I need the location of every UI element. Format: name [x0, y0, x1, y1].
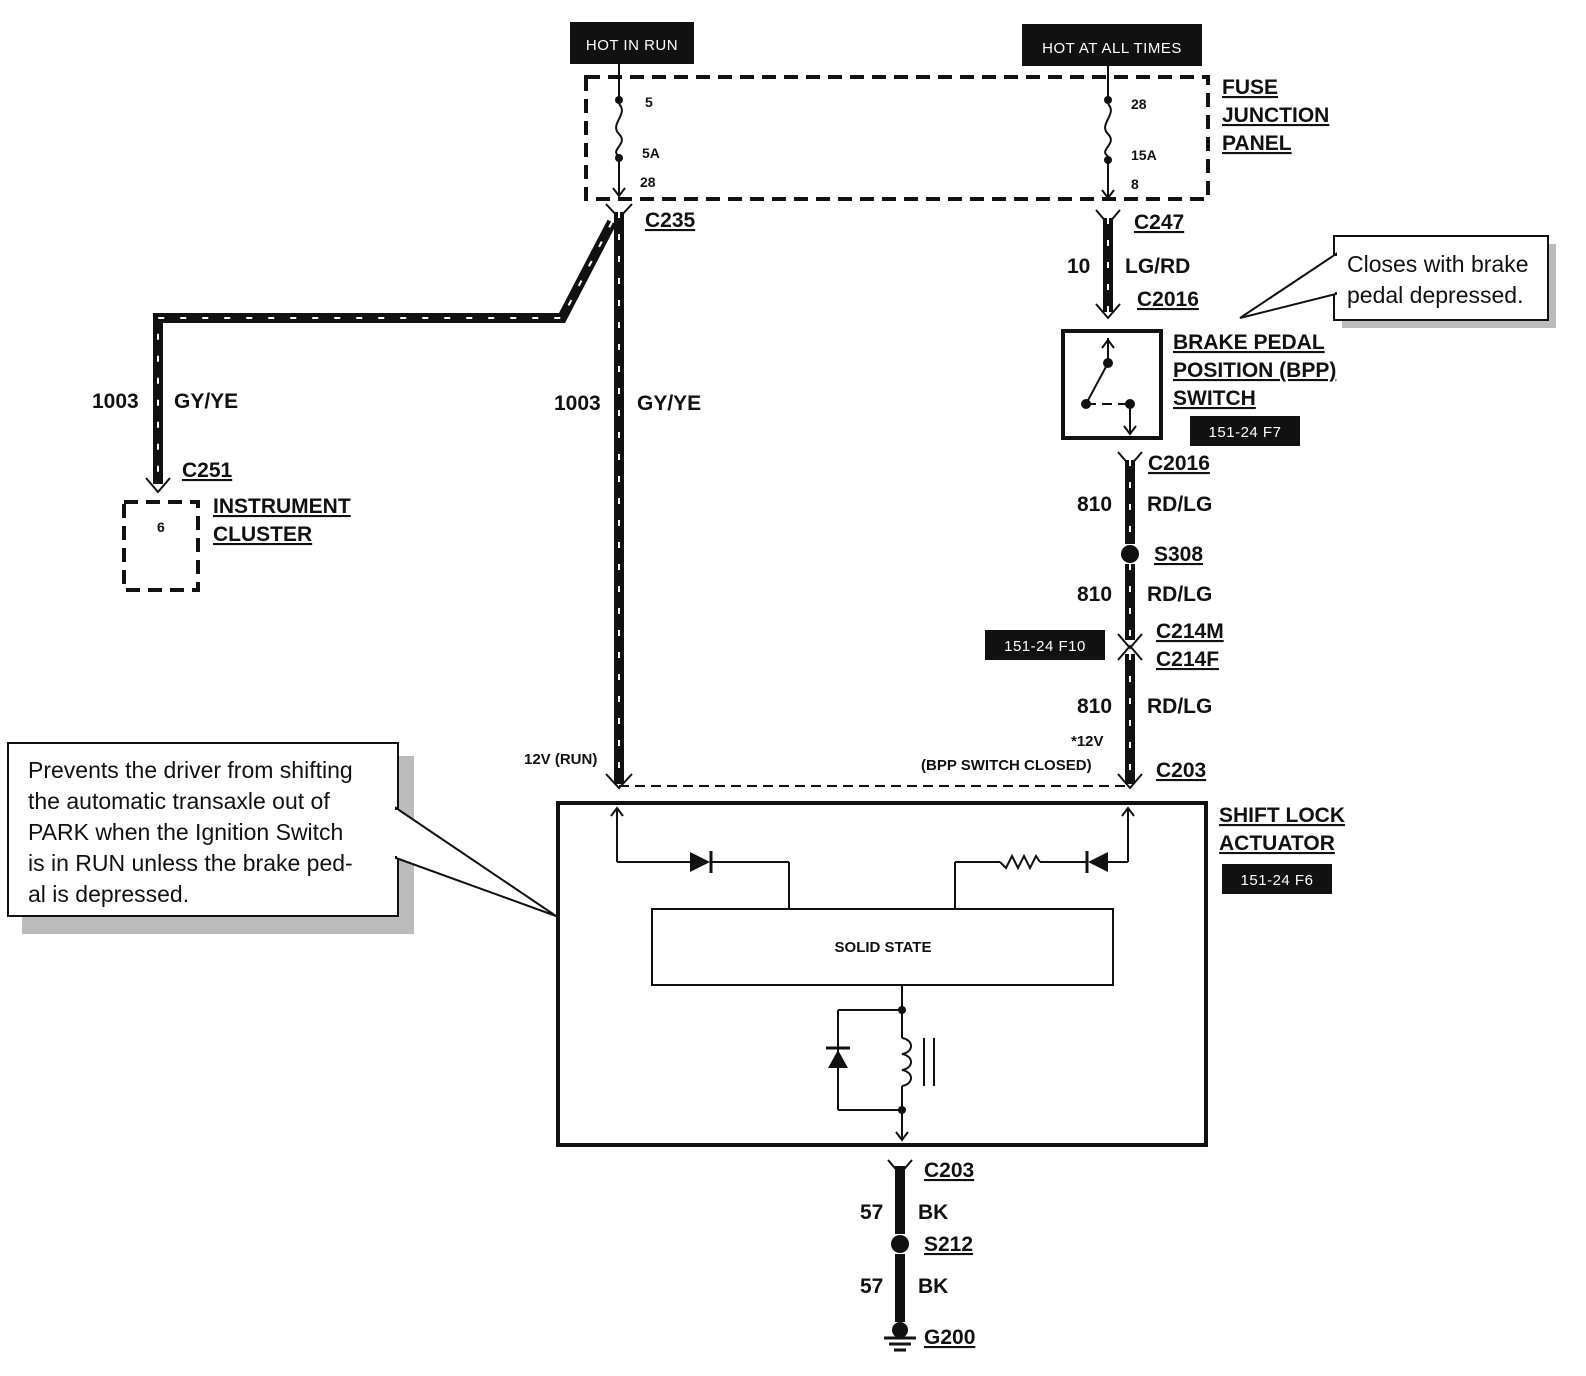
instrument-cluster-title-1: INSTRUMENT: [213, 495, 351, 518]
s308-label: S308: [1154, 543, 1203, 566]
s212-splice: [891, 1235, 909, 1253]
actuator-title-2: ACTUATOR: [1219, 832, 1335, 855]
c2016-top-label: C2016: [1137, 288, 1199, 311]
svg-text:151-24 F10: 151-24 F10: [1004, 638, 1086, 655]
voltage-bpp-1: *12V: [1071, 733, 1104, 750]
instrument-cluster-outline: [122, 500, 200, 592]
c2016-top-connector-symbol: [1095, 303, 1121, 320]
svg-text:is in RUN unless the brake ped: is in RUN unless the brake ped-: [28, 850, 353, 876]
c203-top-connector-symbol: [605, 773, 1143, 790]
wire-1003-main-circuit: 1003: [554, 392, 601, 415]
c2016-bottom-label: C2016: [1148, 452, 1210, 475]
left-fuse-in-pin: 5: [645, 94, 653, 110]
wire-810-2-color: RD/LG: [1147, 583, 1212, 606]
c251-connector-symbol: [145, 477, 171, 494]
svg-text:Prevents the driver from shift: Prevents the driver from shifting: [28, 757, 353, 783]
fuse-panel-title-2: JUNCTION: [1222, 104, 1329, 127]
svg-text:151-24 F6: 151-24 F6: [1241, 872, 1314, 889]
fuse-panel-title-1: FUSE: [1222, 76, 1278, 99]
wire-1003-main-color: GY/YE: [637, 392, 701, 415]
voltage-bpp-2: (BPP SWITCH CLOSED): [921, 757, 1092, 774]
wire-57-2-color: BK: [918, 1275, 948, 1298]
svg-text:pedal depressed.: pedal depressed.: [1347, 282, 1523, 308]
wire-810-3-circuit: 810: [1077, 695, 1112, 718]
wire-810-1-color: RD/LG: [1147, 493, 1212, 516]
ground-symbol: [884, 1322, 916, 1352]
bpp-title-2: POSITION (BPP): [1173, 359, 1336, 382]
s212-label: S212: [924, 1233, 973, 1256]
wire-1003-branch-circuit: 1003: [92, 390, 139, 413]
bpp-title-1: BRAKE PEDAL: [1173, 331, 1325, 354]
wire-57-1-circuit: 57: [860, 1201, 883, 1224]
instrument-cluster-pin: 6: [157, 519, 165, 535]
fuse-panel-title-3: PANEL: [1222, 132, 1292, 155]
right-fuse-out-pin: 8: [1131, 176, 1139, 192]
c203-top-label: C203: [1156, 759, 1206, 782]
bpp-title-3: SWITCH: [1173, 387, 1256, 410]
wire-10-color: LG/RD: [1125, 255, 1190, 278]
fuse-junction-panel-outline: [584, 75, 1210, 201]
right-fuse-in-pin: 28: [1131, 96, 1147, 112]
c247-label: C247: [1134, 211, 1184, 234]
svg-text:151-24 F7: 151-24 F7: [1209, 424, 1282, 441]
svg-text:PARK when the Ignition Switch: PARK when the Ignition Switch: [28, 819, 343, 845]
actuator-internal-circuit: [610, 806, 1135, 1142]
left-fuse-rating: 5A: [642, 145, 660, 161]
actuator-title-1: SHIFT LOCK: [1219, 804, 1345, 827]
left-fuse-out-pin: 28: [640, 174, 656, 190]
bpp-switch-symbol: [1061, 329, 1163, 440]
left-fuse-symbol: [612, 64, 626, 198]
svg-text:al is depressed.: al is depressed.: [28, 881, 189, 907]
solid-state-module: [651, 908, 1114, 986]
bpp-ref-tag: 151-24 F7: [1190, 416, 1300, 446]
right-fuse-symbol: [1101, 66, 1115, 200]
c235-label: C235: [645, 209, 696, 232]
wire-57-1-color: BK: [918, 1201, 948, 1224]
wire-1003-branch: [153, 219, 617, 484]
wire-10-circuit: 10: [1067, 255, 1090, 278]
voltage-run: 12V (RUN): [524, 751, 597, 768]
svg-text:HOT AT ALL TIMES: HOT AT ALL TIMES: [1042, 40, 1182, 57]
s308-splice: [1121, 545, 1139, 563]
right-fuse-rating: 15A: [1131, 147, 1157, 163]
c214-ref-tag: 151-24 F10: [985, 630, 1105, 660]
c214-connector-symbol: [1117, 633, 1143, 661]
c203-bottom-label: C203: [924, 1159, 974, 1182]
c214f-label: C214F: [1156, 648, 1219, 671]
wire-1003-branch-color: GY/YE: [174, 390, 238, 413]
actuator-ref-tag: 151-24 F6: [1222, 864, 1332, 894]
wire-57-2-circuit: 57: [860, 1275, 883, 1298]
g200-label: G200: [924, 1326, 975, 1349]
wire-810-3-color: RD/LG: [1147, 695, 1212, 718]
c251-label: C251: [182, 459, 233, 482]
svg-text:the automatic transaxle out of: the automatic transaxle out of: [28, 788, 330, 814]
solid-state-label: SOLID STATE: [835, 939, 932, 956]
shift-lock-callout: Prevents the driver from shifting the au…: [7, 742, 557, 934]
hot-in-run-tag: HOT IN RUN: [570, 22, 694, 64]
shift-lock-actuator-outline: [556, 801, 1208, 1147]
bpp-callout: Closes with brake pedal depressed.: [1239, 235, 1556, 328]
svg-text:Closes with brake: Closes with brake: [1347, 251, 1529, 277]
instrument-cluster-title-2: CLUSTER: [213, 523, 312, 546]
c214m-label: C214M: [1156, 620, 1224, 643]
svg-text:HOT IN RUN: HOT IN RUN: [586, 37, 678, 54]
wire-810-2-circuit: 810: [1077, 583, 1112, 606]
wire-810-1-circuit: 810: [1077, 493, 1112, 516]
hot-at-all-times-tag: HOT AT ALL TIMES: [1022, 24, 1202, 66]
